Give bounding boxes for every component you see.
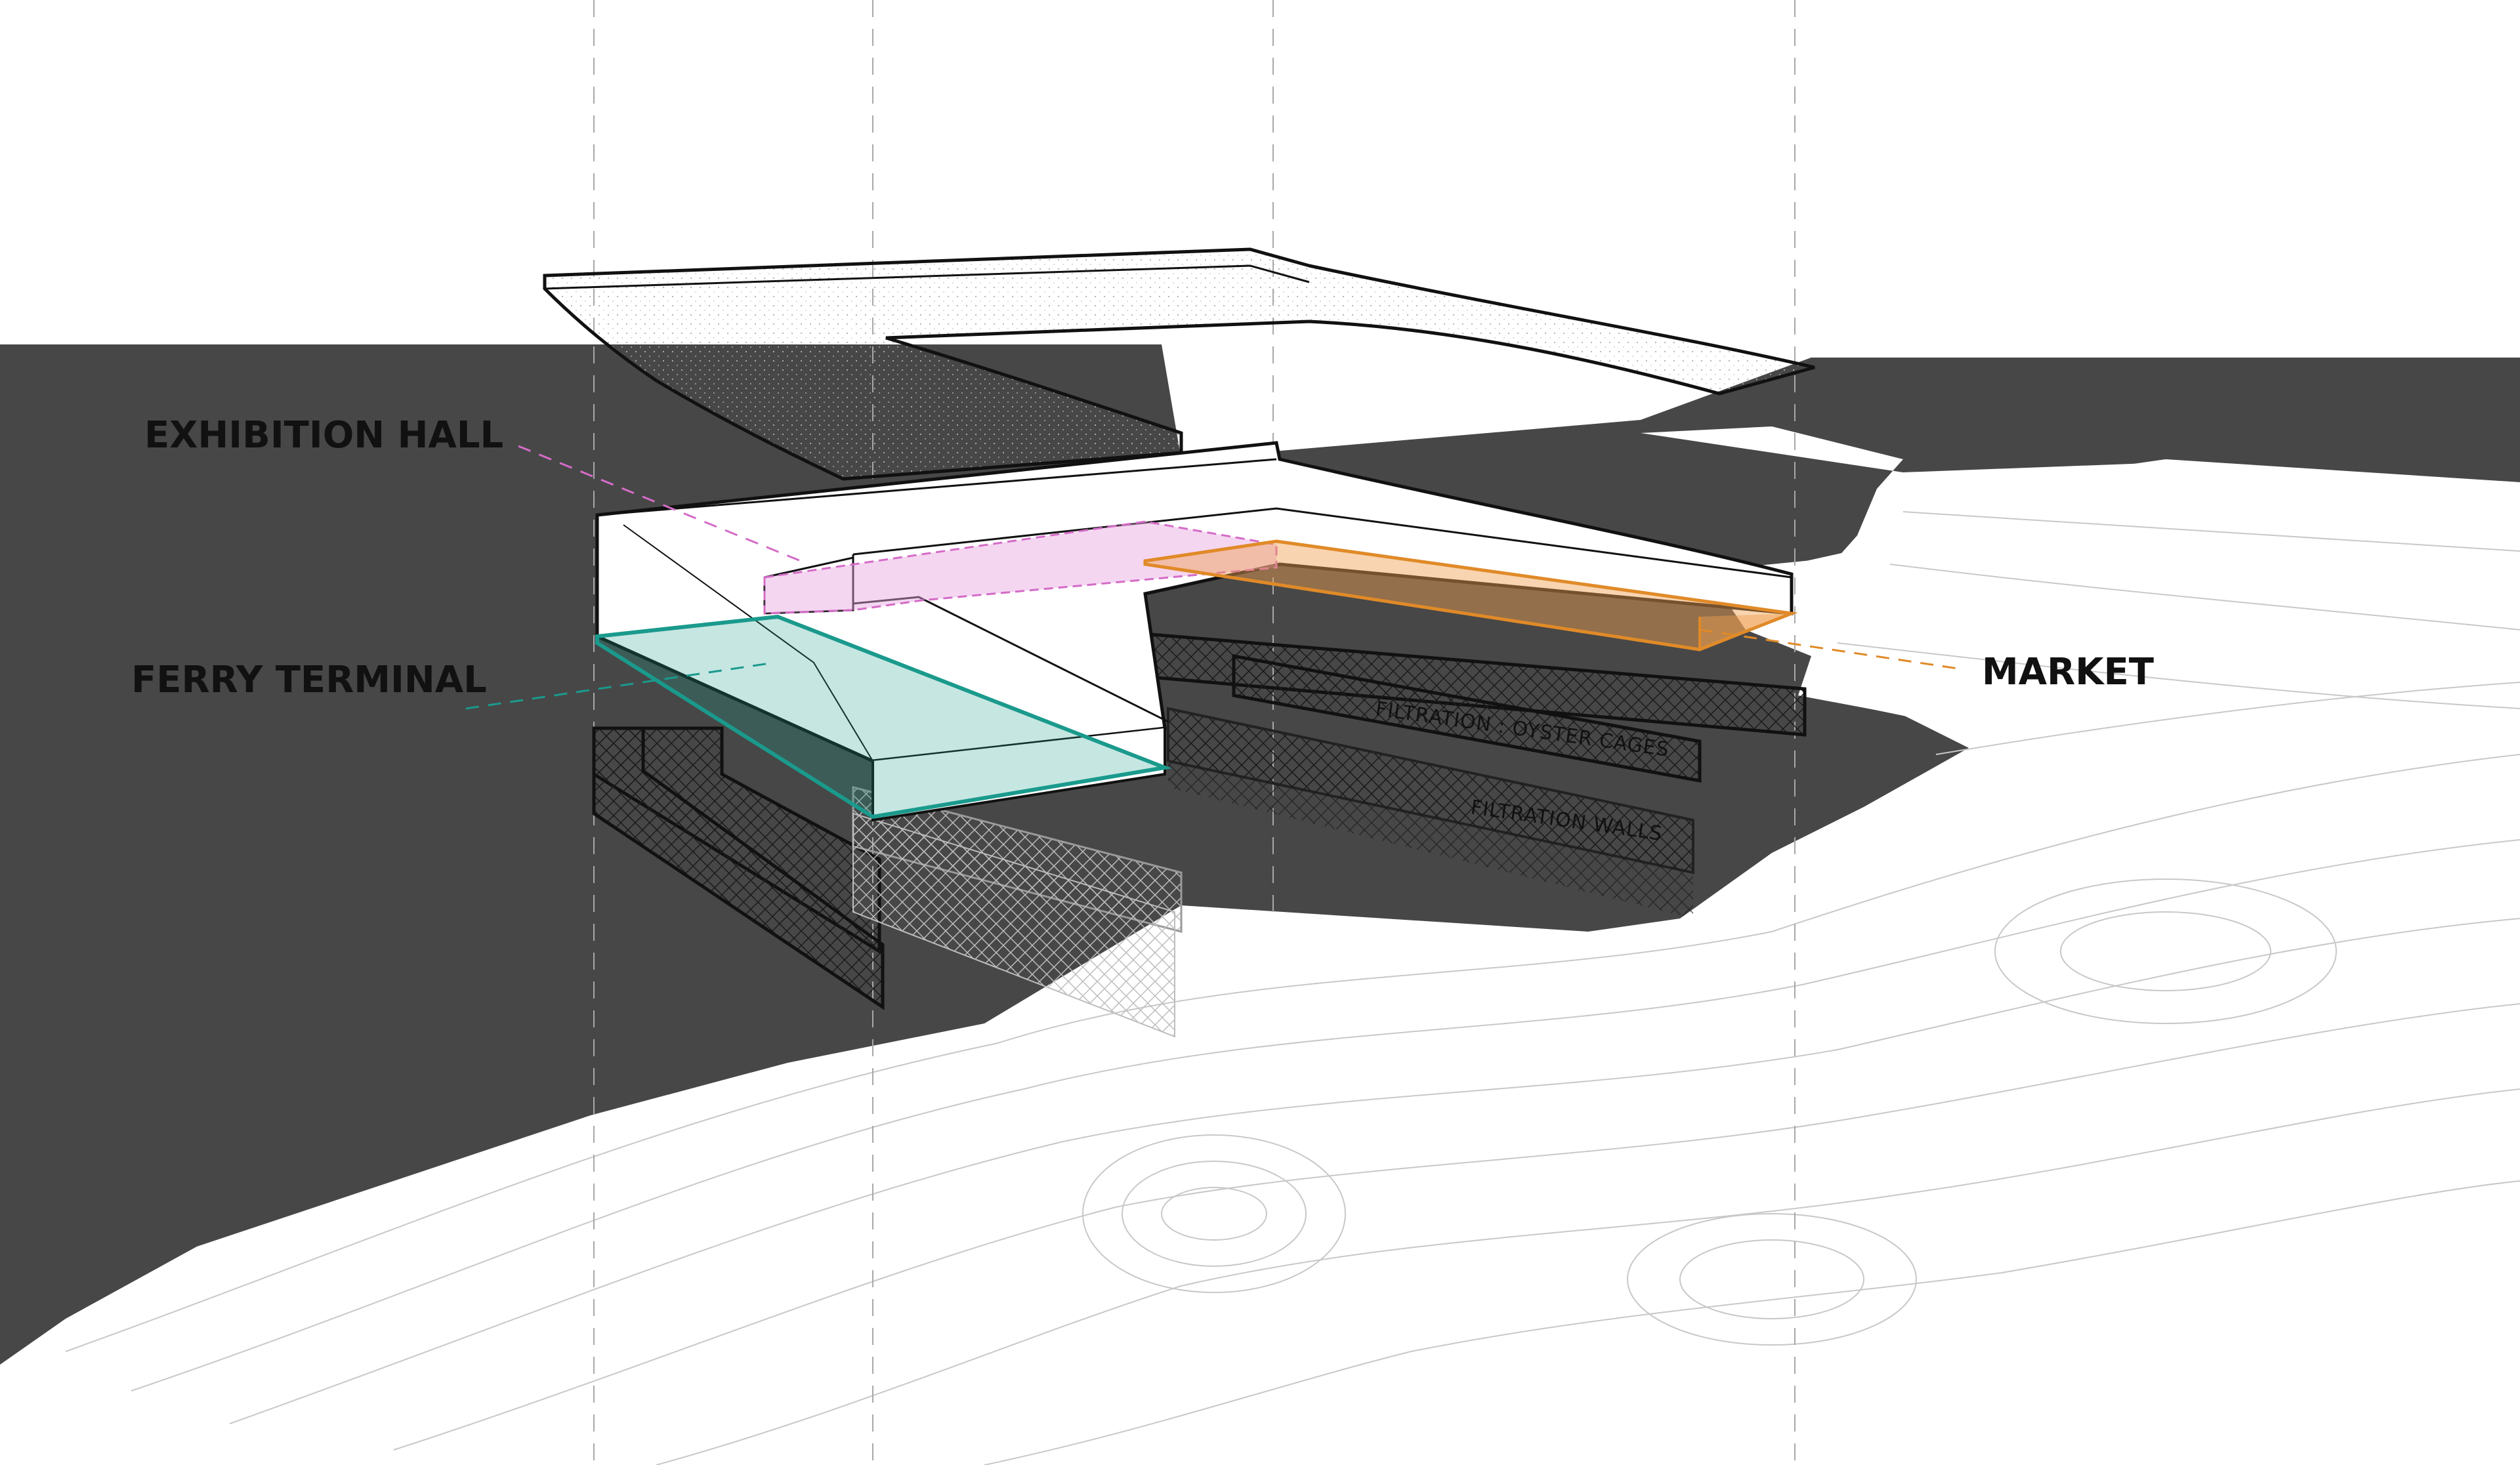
label-market: MARKET bbox=[1982, 651, 2154, 693]
filtration-walls-dark bbox=[1167, 707, 1694, 918]
filtration-walls-light bbox=[852, 786, 1183, 1038]
leader-lines bbox=[465, 445, 1963, 710]
ferry-terminal-volume bbox=[595, 614, 1173, 819]
exhibition-hall-volume bbox=[763, 520, 1278, 615]
terrain bbox=[0, 426, 2520, 1465]
building-walls bbox=[595, 441, 1794, 822]
roof-slab bbox=[543, 247, 1815, 481]
label-exhibition-hall: EXHIBITION HALL bbox=[144, 414, 503, 457]
terrain-contour-lines bbox=[65, 511, 2520, 1465]
label-ferry-terminal: FERRY TERMINAL bbox=[131, 659, 487, 701]
